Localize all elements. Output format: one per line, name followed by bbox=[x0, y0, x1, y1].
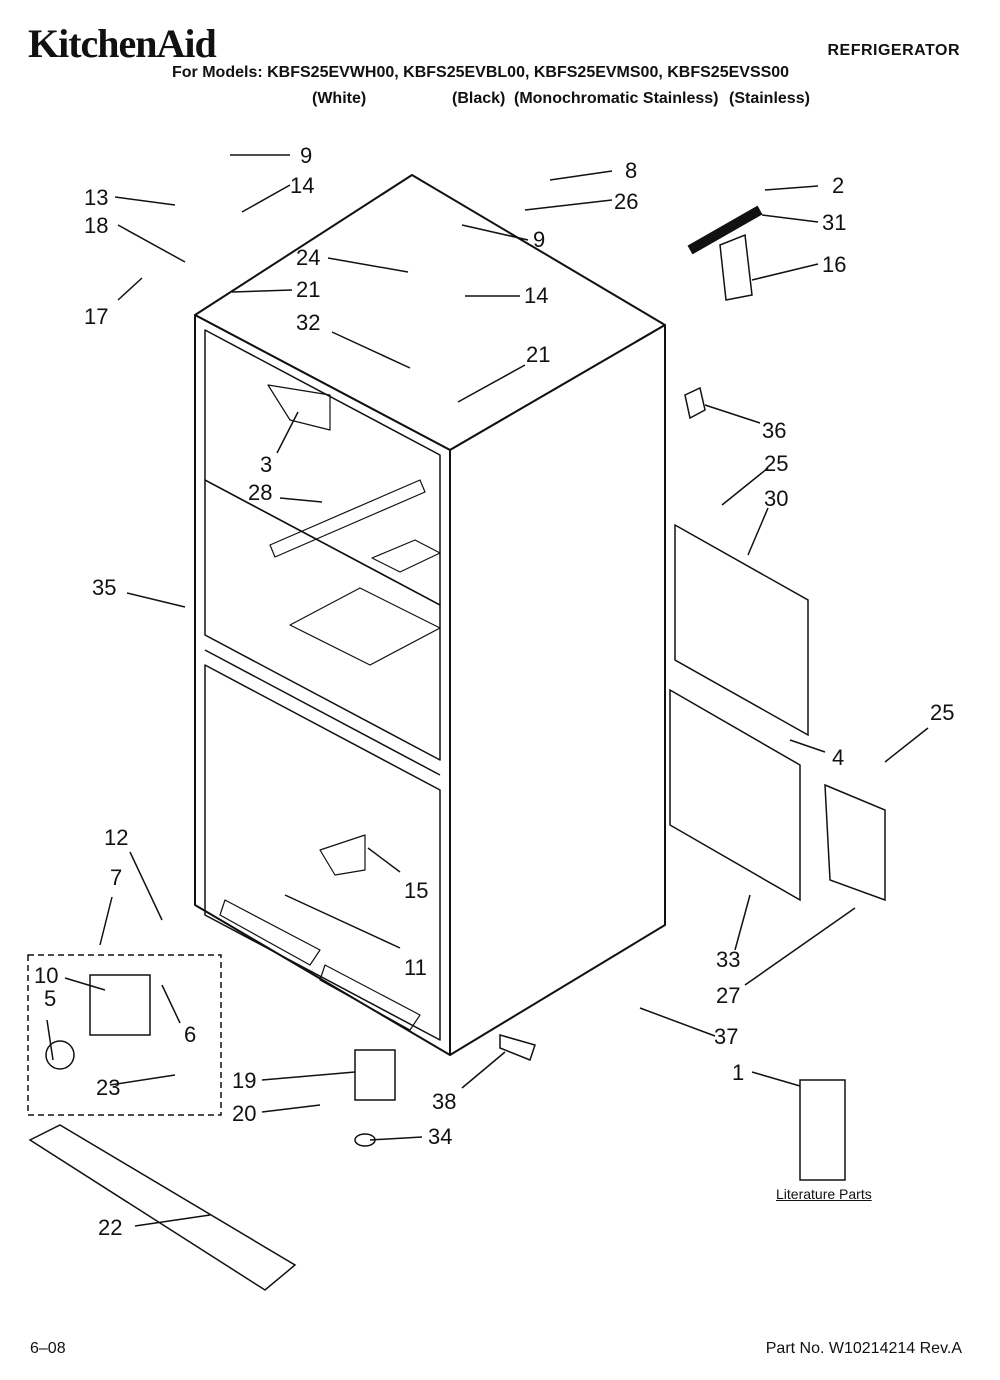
callout-10: 10 bbox=[34, 963, 58, 988]
callout-23: 23 bbox=[96, 1075, 120, 1100]
callout-2: 2 bbox=[832, 173, 844, 198]
models-line: For Models: KBFS25EVWH00, KBFS25EVBL00, … bbox=[172, 64, 790, 81]
leader-lines bbox=[46, 154, 929, 1227]
right-side-parts bbox=[669, 205, 886, 1181]
color-white: (White) bbox=[312, 90, 367, 107]
callout-35: 35 bbox=[92, 575, 116, 600]
cabinet-drawing bbox=[194, 174, 666, 1056]
callout-34: 34 bbox=[428, 1124, 452, 1149]
dashed-inset-box bbox=[27, 954, 222, 1116]
model-colors: (White) (Black) (Monochromatic Stainless… bbox=[0, 90, 1000, 112]
brand-logo: KitchenAid bbox=[28, 21, 217, 66]
date-code: 6–08 bbox=[30, 1340, 66, 1357]
callout-16: 16 bbox=[822, 252, 846, 277]
callout-37: 37 bbox=[714, 1024, 738, 1049]
callout-32: 32 bbox=[296, 310, 320, 335]
callout-8: 8 bbox=[625, 158, 637, 183]
callout-28: 28 bbox=[248, 480, 272, 505]
callout-5: 5 bbox=[44, 986, 56, 1011]
color-monochromatic-stainless: (Monochromatic Stainless) bbox=[514, 90, 719, 107]
callout-4: 4 bbox=[832, 745, 844, 770]
callout-11: 11 bbox=[404, 955, 427, 980]
callout-14-left: 14 bbox=[290, 173, 314, 198]
callout-25-right: 25 bbox=[930, 700, 954, 725]
callout-17: 17 bbox=[84, 304, 108, 329]
callout-36: 36 bbox=[762, 418, 786, 443]
callout-26: 26 bbox=[614, 189, 638, 214]
callout-numbers: 9 13 14 18 17 21 24 9 14 32 21 8 26 2 31… bbox=[34, 143, 954, 1240]
callout-6: 6 bbox=[184, 1022, 196, 1047]
callout-14-mid: 14 bbox=[524, 283, 548, 308]
callout-38: 38 bbox=[432, 1089, 456, 1114]
callout-24: 24 bbox=[296, 245, 320, 270]
callout-3: 3 bbox=[260, 452, 272, 477]
part-number: Part No. W10214214 Rev.A bbox=[765, 1340, 962, 1357]
callout-25-top: 25 bbox=[764, 451, 788, 476]
callout-22: 22 bbox=[98, 1215, 122, 1240]
callout-27: 27 bbox=[716, 983, 740, 1008]
color-stainless: (Stainless) bbox=[729, 90, 810, 107]
callout-1: 1 bbox=[732, 1060, 744, 1085]
callout-9-mid: 9 bbox=[533, 227, 545, 252]
callout-19: 19 bbox=[232, 1068, 256, 1093]
callout-31: 31 bbox=[822, 210, 846, 235]
callout-30: 30 bbox=[764, 486, 788, 511]
callout-13: 13 bbox=[84, 185, 108, 210]
callout-9-top: 9 bbox=[300, 143, 312, 168]
callout-18: 18 bbox=[84, 213, 108, 238]
document-type: REFRIGERATOR bbox=[827, 42, 960, 59]
callout-20: 20 bbox=[232, 1101, 256, 1126]
callout-21-right: 21 bbox=[526, 342, 550, 367]
callout-21-left: 21 bbox=[296, 277, 320, 302]
callout-15: 15 bbox=[404, 878, 428, 903]
color-black: (Black) bbox=[452, 90, 506, 107]
callout-12: 12 bbox=[104, 825, 128, 850]
callout-33: 33 bbox=[716, 947, 740, 972]
callout-7: 7 bbox=[110, 865, 122, 890]
literature-parts-label: Literature Parts bbox=[776, 1186, 872, 1202]
